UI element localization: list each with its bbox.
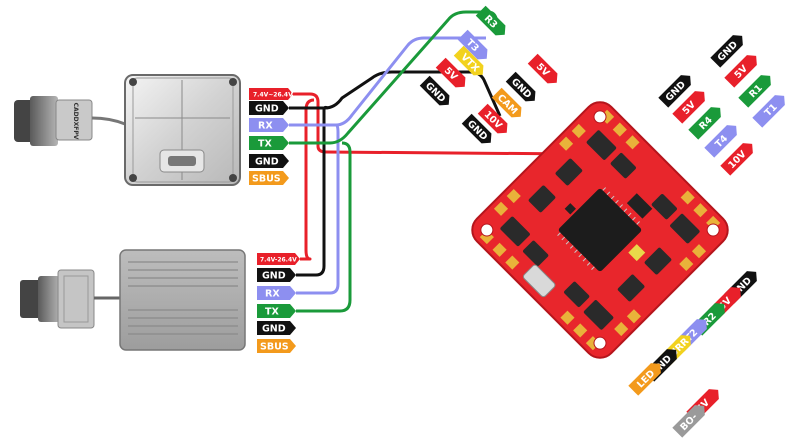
bottom-vtx-unit <box>20 249 246 351</box>
pin-tag <box>249 136 289 150</box>
pin-tag <box>257 304 296 318</box>
pin-tag <box>257 339 296 353</box>
top-vtx-pins: 7.4V~26.4V GND RX TX GND SBUS <box>249 88 293 185</box>
flight-controller-board <box>471 101 729 359</box>
pin-tag <box>249 88 293 100</box>
pin-label: GND <box>255 104 279 115</box>
bottom-vtx-body <box>119 249 246 351</box>
pin-tag <box>249 118 289 132</box>
wire-green-bottom <box>296 141 352 313</box>
pad-tag: LED <box>628 363 661 396</box>
pin-label: SBUS <box>252 174 281 185</box>
pin-tag <box>249 101 289 115</box>
wire-blue-top <box>289 36 486 127</box>
pin-label: 7.4V~26.4V <box>253 92 293 99</box>
wire-red-bottom <box>300 98 315 261</box>
fc-pads-top-right: GND 5V GND 5V R1 R4 T1 T4 <box>658 35 785 176</box>
pin-tag <box>257 321 296 335</box>
wires <box>289 10 581 313</box>
camera-brand: CADDXFPV <box>72 103 79 140</box>
pin-tag <box>249 171 289 185</box>
pin-label: TX <box>258 139 272 150</box>
pin-label: 7.4V-26.4V <box>260 257 297 264</box>
pin-label: GND <box>262 324 286 335</box>
pin-label: RX <box>258 121 273 132</box>
bottom-camera-lens <box>20 269 95 329</box>
top-camera-lens: CADDXFPV <box>14 96 93 146</box>
pad-tag: GND <box>419 75 450 106</box>
pad-tag: R3 <box>475 5 506 36</box>
pin-label: SBUS <box>260 342 289 353</box>
pin-label: RX <box>265 289 280 300</box>
wire-blue-bottom <box>296 123 340 295</box>
pad-tag: GND <box>505 71 536 102</box>
pin-label: GND <box>255 157 279 168</box>
pad-tag: BO- <box>672 405 705 438</box>
bottom-vtx-pins: 7.4V-26.4V GND RX TX GND SBUS <box>257 253 300 353</box>
top-vtx-unit: CADDXFPV <box>14 74 241 186</box>
pin-label: GND <box>262 271 286 282</box>
pin-tag <box>257 268 296 282</box>
wire-black-bottom <box>296 105 329 277</box>
pin-label: TX <box>265 307 279 318</box>
pin-tag <box>257 253 300 265</box>
pin-tag <box>249 154 289 168</box>
pin-tag <box>257 286 296 300</box>
pad-tag: 5V <box>527 53 558 84</box>
